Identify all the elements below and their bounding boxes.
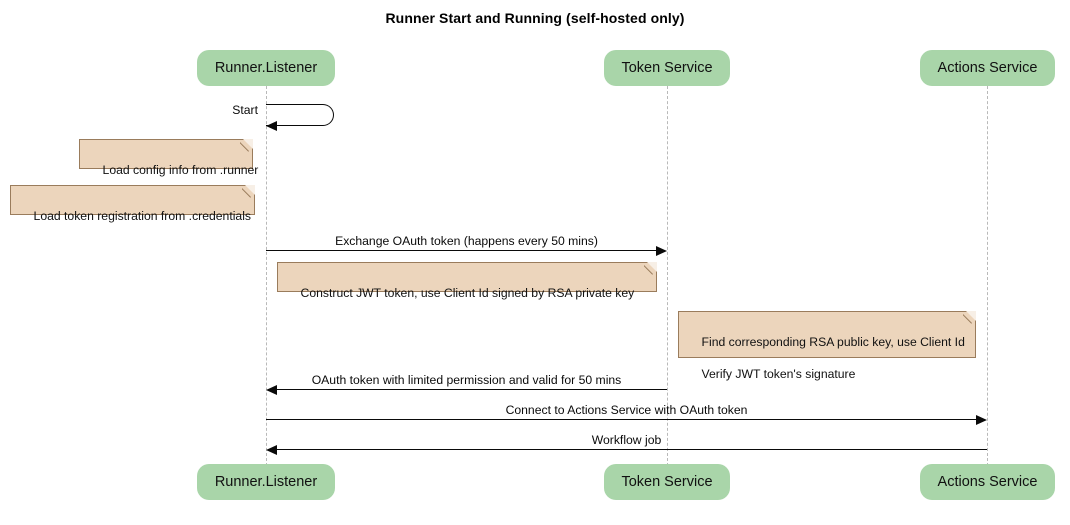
note-text: Load token registration from .credential… bbox=[33, 209, 252, 223]
message-workflow-job-label: Workflow job bbox=[591, 433, 662, 447]
participant-label: Runner.Listener bbox=[214, 474, 318, 490]
note-text: Load config info from .runner bbox=[102, 163, 259, 177]
message-connect-actions-arrowhead bbox=[976, 415, 987, 425]
self-message-start-arrowhead bbox=[266, 121, 277, 131]
lifeline-runner bbox=[266, 86, 267, 466]
participant-token-top[interactable]: Token Service bbox=[604, 50, 730, 86]
note-fold-edge-icon bbox=[240, 139, 253, 152]
self-message-start-label: Start bbox=[232, 103, 258, 117]
page-title: Runner Start and Running (self-hosted on… bbox=[385, 10, 685, 26]
note-fold-edge-icon bbox=[963, 311, 976, 324]
note-fold-edge-icon bbox=[644, 262, 657, 275]
participant-label: Token Service bbox=[621, 474, 713, 490]
note-fold-edge-icon bbox=[242, 185, 255, 198]
self-message-start-loop bbox=[266, 104, 334, 126]
note-text-line-1: Find corresponding RSA public key, use C… bbox=[701, 335, 965, 349]
message-workflow-job-arrowhead bbox=[266, 445, 277, 455]
note-text-line-2: Verify JWT token's signature bbox=[701, 367, 856, 381]
participant-label: Actions Service bbox=[937, 474, 1038, 490]
message-oauth-reply-arrowhead bbox=[266, 385, 277, 395]
participant-token-bottom[interactable]: Token Service bbox=[604, 464, 730, 500]
note-load-config: Load config info from .runner bbox=[79, 139, 258, 177]
participant-runner-top[interactable]: Runner.Listener bbox=[197, 50, 335, 86]
participant-label: Token Service bbox=[621, 60, 713, 76]
message-exchange-oauth-label: Exchange OAuth token (happens every 50 m… bbox=[335, 234, 598, 248]
note-load-token-registration: Load token registration from .credential… bbox=[10, 185, 255, 223]
message-connect-actions-label: Connect to Actions Service with OAuth to… bbox=[505, 403, 748, 417]
message-oauth-reply-line bbox=[276, 389, 667, 390]
message-oauth-reply-label: OAuth token with limited permission and … bbox=[311, 373, 622, 387]
participant-runner-bottom[interactable]: Runner.Listener bbox=[197, 464, 335, 500]
message-exchange-oauth-line bbox=[266, 250, 658, 251]
message-exchange-oauth-arrowhead bbox=[656, 246, 667, 256]
lifeline-actions bbox=[987, 86, 988, 466]
participant-actions-bottom[interactable]: Actions Service bbox=[920, 464, 1055, 500]
note-construct-jwt: Construct JWT token, use Client Id signe… bbox=[277, 262, 657, 300]
note-verify-jwt: Find corresponding RSA public key, use C… bbox=[678, 311, 976, 381]
note-text: Construct JWT token, use Client Id signe… bbox=[300, 286, 635, 300]
participant-label: Actions Service bbox=[937, 60, 1038, 76]
message-connect-actions-line bbox=[266, 419, 978, 420]
participant-actions-top[interactable]: Actions Service bbox=[920, 50, 1055, 86]
lifeline-token bbox=[667, 86, 668, 466]
message-workflow-job-line bbox=[276, 449, 987, 450]
participant-label: Runner.Listener bbox=[214, 60, 318, 76]
